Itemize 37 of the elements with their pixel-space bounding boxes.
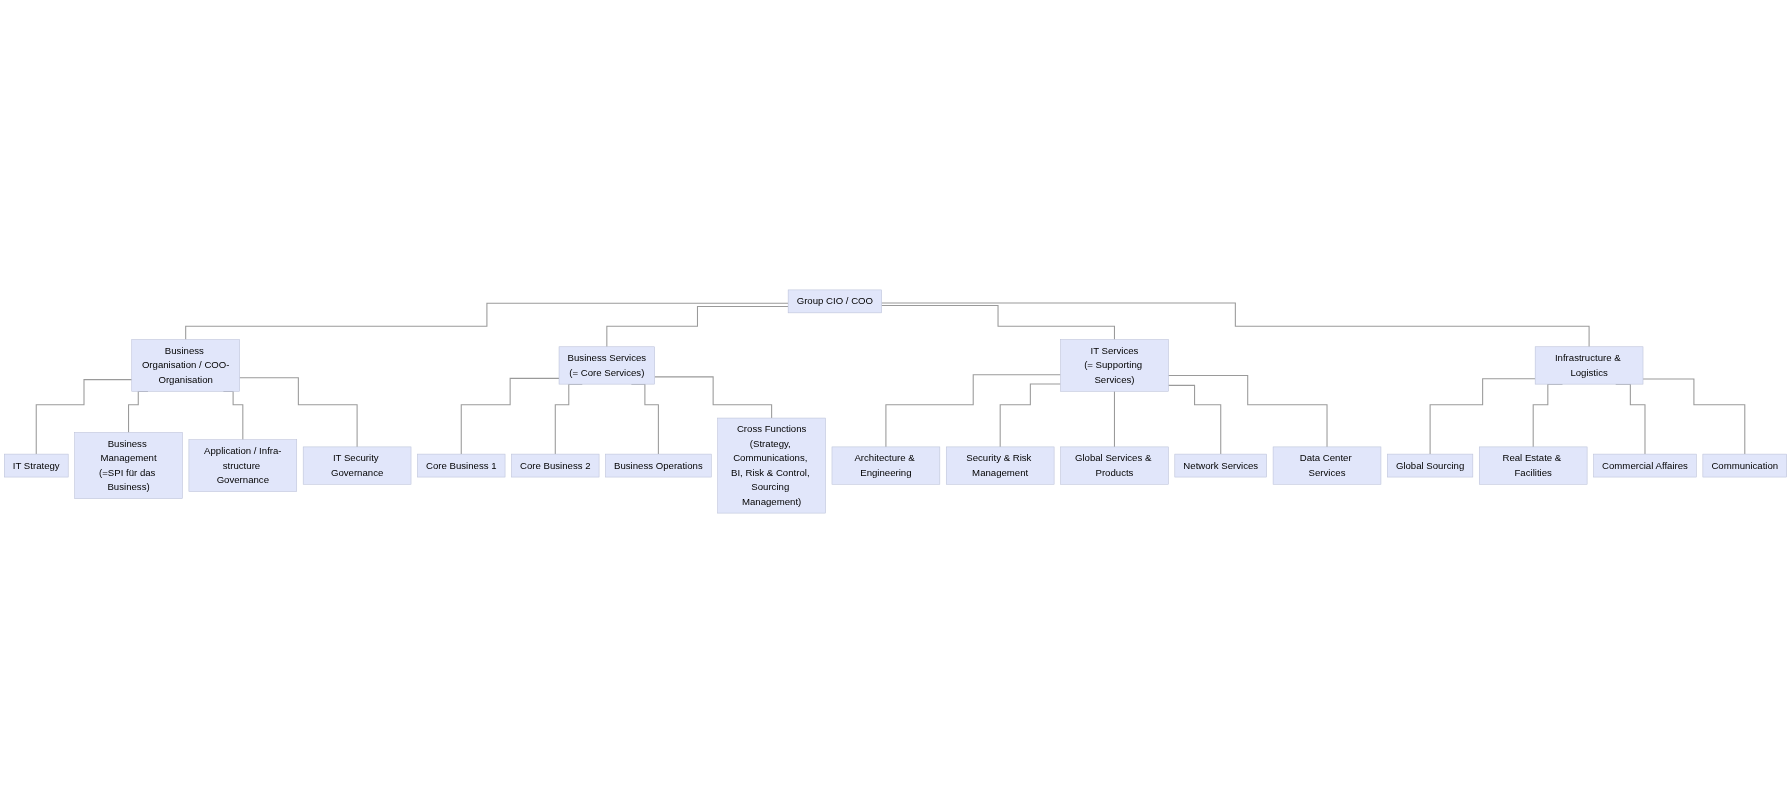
node-box: Security & Risk Management (946, 446, 1055, 485)
connector (35, 379, 133, 455)
node-box: Commercial Affaires (1593, 453, 1697, 478)
connector (999, 383, 1062, 448)
node-box: Core Business 1 (417, 453, 506, 478)
node-box: Application / Infra-structure Governance (188, 439, 298, 492)
node-box: Group CIO / COO (787, 289, 882, 314)
node-box: IT Security Governance (302, 446, 412, 485)
node-box: Global Sourcing (1387, 453, 1474, 478)
connector (606, 305, 789, 348)
connector (881, 305, 1115, 341)
connector (239, 377, 358, 448)
node-box: Data Center Services (1272, 446, 1382, 485)
node-box: Business Management (=SPI für das Business) (74, 432, 183, 499)
node-box: Business Services (= Core Services) (558, 346, 655, 385)
node-box: Architecture & Engineering (831, 446, 941, 485)
connector (460, 377, 560, 455)
node-box: Cross Functions (Strategy, Communications, BI, Risk & Control, Sourcing Management) (717, 417, 826, 514)
connector (1642, 378, 1746, 455)
connector (1167, 384, 1222, 455)
node-box: IT Services (= Supporting Services) (1060, 339, 1169, 392)
node-box: Real Estate & Facilities (1479, 446, 1588, 485)
connector (1113, 390, 1115, 448)
node-box: Business Organisation / COO-Organisation (131, 339, 240, 392)
connector (654, 376, 773, 419)
node-box: IT Strategy (4, 453, 69, 478)
connector (1429, 378, 1536, 455)
connector (881, 302, 1590, 348)
node-box: Network Services (1174, 453, 1267, 478)
connector (885, 374, 1062, 448)
connector (185, 302, 789, 341)
node-box: Global Services & Products (1060, 446, 1169, 485)
node-box: Infrastructure & Logistics (1534, 346, 1644, 385)
node-box: Business Operations (605, 453, 712, 478)
node-box: Core Business 2 (511, 453, 600, 478)
connector (1167, 374, 1328, 448)
node-box: Communication (1702, 453, 1787, 478)
